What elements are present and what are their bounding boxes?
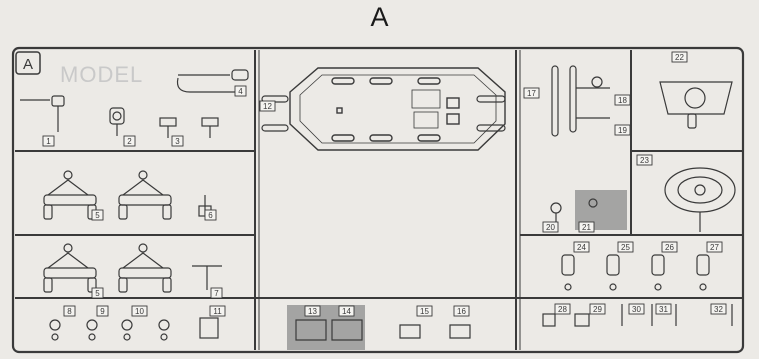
part-number-8: 8 — [63, 305, 76, 317]
part-number-18: 18 — [614, 94, 631, 106]
part-sprue-shapes-center — [295, 319, 471, 341]
part-number-label: 26 — [665, 243, 674, 252]
part-number-label: 2 — [127, 137, 132, 146]
part-number-17: 17 — [523, 87, 540, 99]
part-number-label: 16 — [457, 307, 466, 316]
part-number-label: 19 — [618, 126, 627, 135]
part-number-label: 7 — [214, 289, 219, 298]
corner-letter: A — [23, 56, 33, 73]
part-number-label: 14 — [342, 307, 351, 316]
part-number-24: 24 — [573, 241, 590, 253]
part-number-29: 29 — [589, 303, 606, 315]
part-number-26: 26 — [661, 241, 678, 253]
part-number-5: 5 — [91, 209, 104, 221]
part-number-1: 1 — [42, 135, 55, 147]
part-number-label: 31 — [659, 305, 668, 314]
part-number-label: 30 — [632, 305, 641, 314]
part-hull-gates — [261, 95, 506, 132]
part-number-27: 27 — [706, 241, 723, 253]
part-number-label: 11 — [213, 307, 222, 316]
brand-watermark: MODEL — [60, 62, 144, 87]
part-number-6: 6 — [204, 209, 217, 221]
part-number-label: 6 — [208, 211, 213, 220]
part-number-14: 14 — [338, 305, 355, 317]
part-number-9: 9 — [96, 305, 109, 317]
part-number-12: 12 — [259, 100, 276, 112]
part-number-7: 7 — [210, 287, 223, 299]
part-number-label: 27 — [710, 243, 719, 252]
part-number-label: 1 — [46, 137, 51, 146]
part-number-31: 31 — [655, 303, 672, 315]
part-hull-floor — [289, 67, 506, 151]
part-number-3: 3 — [171, 135, 184, 147]
part-number-label: 18 — [618, 96, 627, 105]
part-number-label: 24 — [577, 243, 586, 252]
part-number-5: 5 — [91, 287, 104, 299]
part-number-label: 5 — [95, 289, 100, 298]
part-number-23: 23 — [636, 154, 653, 166]
part-number-30: 30 — [628, 303, 645, 315]
part-number-label: 29 — [593, 305, 602, 314]
part-number-28: 28 — [554, 303, 571, 315]
part-number-label: 9 — [100, 307, 105, 316]
part-number-label: 25 — [621, 243, 630, 252]
part-number-label: 17 — [527, 89, 536, 98]
part-number-label: 10 — [135, 307, 144, 316]
part-number-2: 2 — [123, 135, 136, 147]
part-number-label: 8 — [67, 307, 72, 316]
part-number-13: 13 — [304, 305, 321, 317]
part-number-label: 12 — [263, 102, 272, 111]
part-number-label: 23 — [640, 156, 649, 165]
part-number-label: 5 — [95, 211, 100, 220]
part-number-label: 32 — [714, 305, 723, 314]
part-number-19: 19 — [614, 124, 631, 136]
corner-tag — [15, 51, 41, 75]
part-number-label: 13 — [308, 307, 317, 316]
part-sprue-shapes-right — [550, 65, 736, 232]
outer-frame — [11, 46, 745, 354]
part-number-label: 22 — [675, 53, 684, 62]
part-number-15: 15 — [416, 305, 433, 317]
part-number-21: 21 — [578, 221, 595, 233]
part-number-16: 16 — [453, 305, 470, 317]
part-sprue-shapes-right-lower — [542, 254, 733, 327]
part-number-label: 3 — [175, 137, 180, 146]
part-number-label: 20 — [546, 223, 555, 232]
part-number-label: 4 — [238, 87, 243, 96]
part-number-4: 4 — [234, 85, 247, 97]
part-number-32: 32 — [710, 303, 727, 315]
part-number-label: 21 — [582, 223, 591, 232]
part-number-label: 28 — [558, 305, 567, 314]
part-sprue-shapes-left — [20, 69, 249, 341]
part-number-11: 11 — [209, 305, 226, 317]
part-number-22: 22 — [671, 51, 688, 63]
sprue-title: A — [370, 2, 389, 32]
part-number-label: 15 — [420, 307, 429, 316]
part-number-25: 25 — [617, 241, 634, 253]
part-number-20: 20 — [542, 221, 559, 233]
part-number-10: 10 — [131, 305, 148, 317]
